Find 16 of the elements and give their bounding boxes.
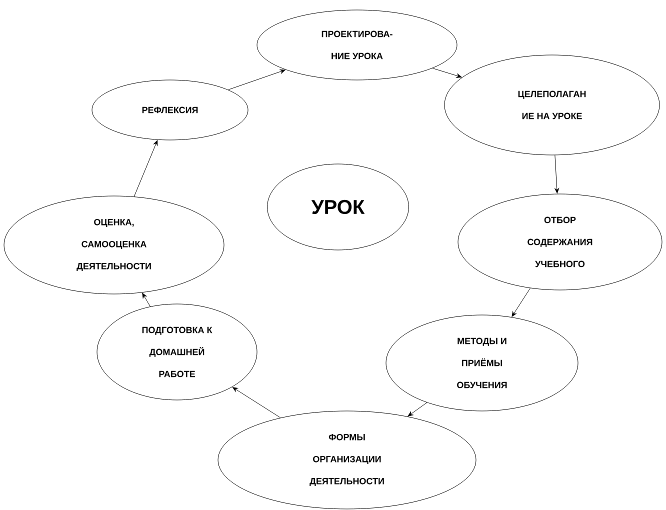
arrow bbox=[232, 387, 281, 418]
arrow bbox=[554, 154, 560, 194]
arrow bbox=[432, 68, 462, 78]
arrow bbox=[228, 69, 286, 90]
ellipse-node: ЦЕЛЕПОЛАГАН ИЕ НА УРОКЕ bbox=[444, 54, 660, 156]
ellipse-node: МЕТОДЫ И ПРИЁМЫ ОБУЧЕНИЯ bbox=[386, 314, 578, 412]
ellipse-node: РЕФЛЕКСИЯ bbox=[92, 80, 248, 140]
arrow bbox=[408, 402, 428, 416]
arrow bbox=[512, 288, 530, 317]
ellipse-node: ОТБОР СОДЕРЖАНИЯ УЧЕБНОГО bbox=[458, 194, 662, 290]
arrow bbox=[134, 140, 158, 197]
ellipse-node: ПОДГОТОВКА К ДОМАШНЕЙ РАБОТЕ bbox=[96, 304, 258, 400]
arrow bbox=[142, 292, 150, 307]
ellipse-node: ФОРМЫ ОРГАНИЗАЦИИ ДЕЯТЕЛЬНОСТИ bbox=[218, 410, 476, 510]
ellipse-node: ПРОЕКТИРОВА- НИЕ УРОКА bbox=[256, 10, 458, 80]
ellipse-node: ОЦЕНКА, САМООЦЕНКА ДЕЯТЕЛЬНОСТИ bbox=[4, 196, 224, 294]
